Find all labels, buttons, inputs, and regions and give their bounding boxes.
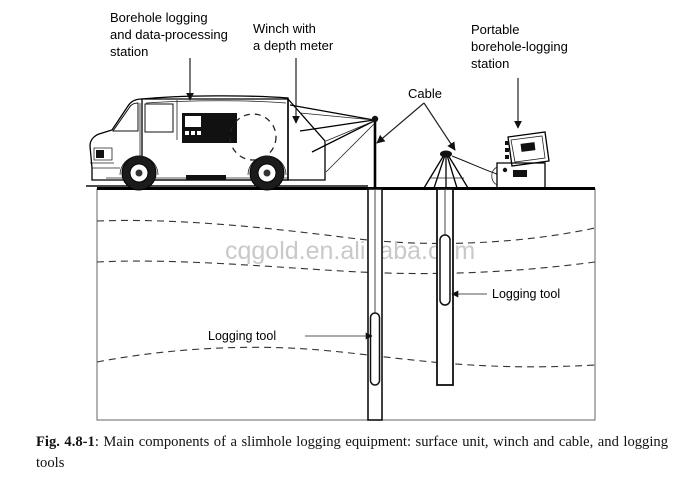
arrow-cable-to-tripod: [423, 102, 456, 151]
van-panel-buttons: [185, 131, 201, 135]
label-logging-tool-left: Logging tool: [208, 329, 276, 343]
van-rear-deck: [287, 97, 326, 181]
tripod-to-station-cable: [451, 155, 498, 175]
station-base-handle: [491, 166, 498, 186]
strata-line-1: [97, 219, 595, 244]
station-side-port-3: [505, 155, 509, 159]
van-underbody-box: [186, 175, 226, 180]
figure-caption: Fig. 4.8-1: Main components of a slimhol…: [36, 432, 668, 473]
station-side-port-1: [505, 141, 509, 145]
boom-strut-2: [299, 119, 375, 132]
annotation-arrows: [186, 58, 522, 340]
label-winch-line-2: a depth meter: [253, 38, 334, 53]
station-base-button: [502, 167, 508, 173]
label-borehole-station-line-1: Borehole logging: [110, 10, 208, 25]
station-monitor-bezel: [510, 135, 546, 163]
label-cable: Cable: [408, 86, 442, 101]
tripod-leg-4: [446, 154, 458, 189]
label-portable-station-line-1: Portable: [471, 22, 519, 37]
label-borehole-station-line-2: and data-processing: [110, 27, 228, 42]
logging-tool-right-body: [439, 234, 451, 306]
van-rear-wheel: [249, 155, 285, 191]
van-front-arch: [119, 155, 159, 176]
tripod-head: [440, 150, 452, 158]
subsurface-block: cqgold.en.alibaba.com: [96, 188, 596, 421]
subsurface-rect: [96, 188, 596, 421]
van-roof-accent: [145, 100, 287, 104]
boom-strut-4: [325, 120, 375, 142]
arrow-cable-to-mast: [376, 102, 425, 144]
label-logging-tool-right: Logging tool: [492, 287, 560, 301]
tripod-assembly: [423, 150, 498, 189]
figure-caption-number: Fig. 4.8-1: [36, 434, 95, 450]
label-winch: Winch with a depth meter: [253, 21, 334, 53]
van-front-wheel: [121, 155, 157, 191]
winch-boom-mast: [289, 104, 379, 189]
figure-caption-body: Main components of a slimhole logging eq…: [36, 434, 668, 471]
watermark-label: cqgold.en.alibaba.com: [225, 237, 475, 265]
van-windshield: [112, 102, 139, 132]
ground-surface: [86, 185, 595, 190]
station-monitor-screen-block: [520, 142, 536, 152]
strata-lines-group: [97, 219, 595, 368]
boom-strut-6: [299, 112, 375, 121]
logging-van: [89, 95, 326, 191]
strata-line-2: [97, 260, 595, 275]
tripod-leg-1: [423, 154, 445, 189]
figure-caption-separator: :: [94, 434, 104, 450]
winch-dashed-circle: [229, 113, 277, 161]
label-borehole-station: Borehole logging and data-processing sta…: [110, 10, 228, 59]
logging-tool-left-body: [369, 312, 381, 386]
strata-line-3: [97, 346, 595, 368]
mast-head-pulley: [371, 115, 379, 123]
label-winch-line-1: Winch with: [253, 21, 316, 36]
van-cargo-box: [141, 95, 289, 181]
station-monitor: [507, 131, 550, 167]
station-base-indicator: [513, 170, 527, 177]
label-portable-station-line-3: station: [471, 56, 509, 71]
boom-strut-5: [325, 123, 375, 173]
station-base-box: [496, 162, 546, 190]
portable-logging-station: [491, 131, 550, 190]
boom-strut-1: [289, 104, 375, 121]
label-portable-station-line-2: borehole-logging: [471, 39, 568, 54]
borehole-right: [436, 188, 454, 386]
van-panel-screen: [185, 116, 201, 127]
van-rear-arch: [247, 155, 287, 176]
tripod-leg-5: [447, 154, 469, 189]
van-headlight: [96, 150, 104, 158]
tripod-leg-2: [433, 154, 446, 189]
borehole-left: [367, 188, 383, 421]
label-borehole-station-line-3: station: [110, 44, 148, 59]
van-grille: [93, 147, 113, 161]
station-side-port-2: [505, 148, 509, 152]
label-portable-station: Portable borehole-logging station: [471, 22, 568, 71]
boom-strut-3: [311, 120, 375, 153]
van-door-window: [144, 103, 174, 133]
